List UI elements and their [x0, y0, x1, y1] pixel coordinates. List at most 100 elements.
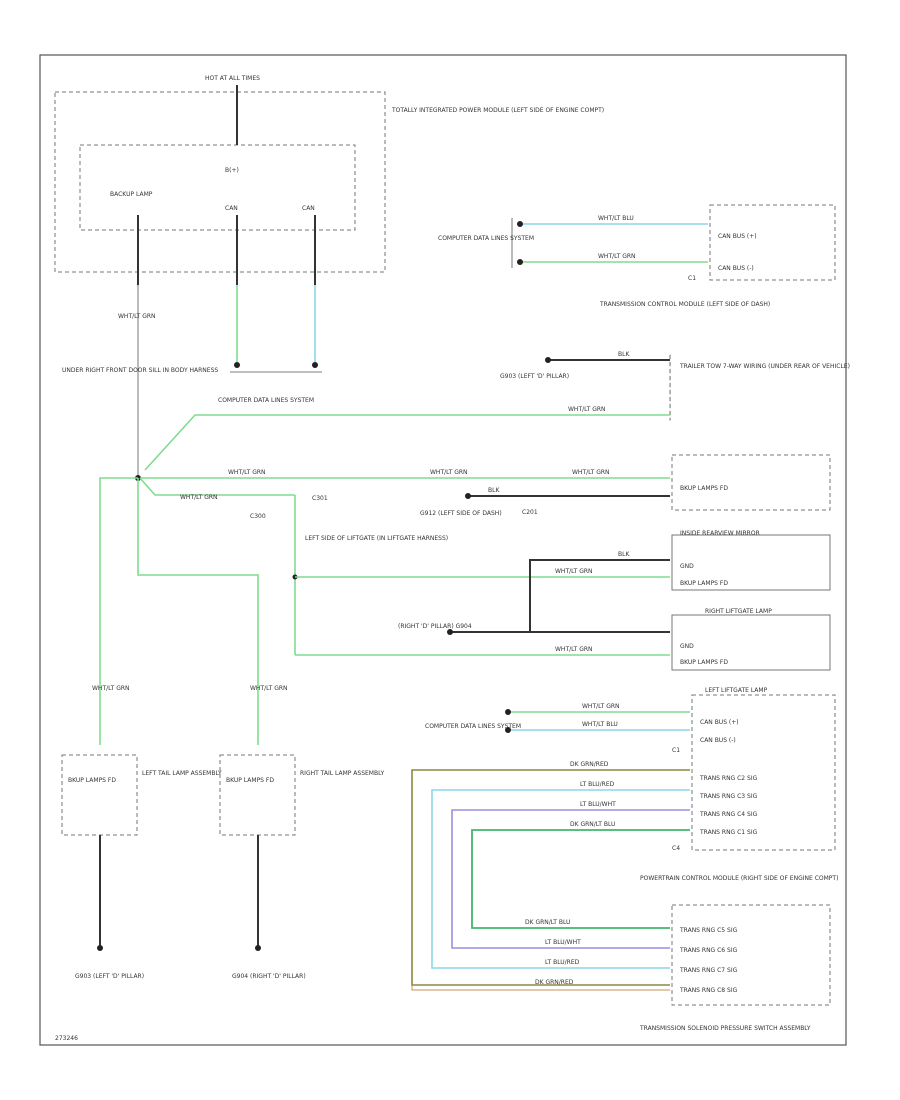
inside-rearview-box	[671, 534, 831, 591]
hot-at-all-times-label: HOT AT ALL TIMES	[205, 75, 260, 82]
g904-bottom-node	[255, 945, 261, 951]
wire-label-lt-blu-wht-1: LT BLU/WHT	[580, 801, 616, 808]
right-tail-box	[219, 754, 296, 836]
bkup-lamps-fd-label: BKUP LAMPS FD	[680, 485, 728, 492]
pcm-label: POWERTRAIN CONTROL MODULE (RIGHT SIDE OF…	[640, 875, 838, 882]
c4-label: C4	[672, 845, 680, 852]
trailer-tow-wire	[144, 414, 670, 471]
can-bus-plus-label-2: CAN BUS (+)	[700, 719, 739, 726]
diagram-id: 273246	[55, 1035, 78, 1042]
g903-bottom-label: G903 (LEFT 'D' PILLAR)	[75, 973, 144, 980]
wire-label-lt-blu-red-1: LT BLU/RED	[580, 781, 615, 788]
trans-rng-c4-label: TRANS RNG C4 SIG	[699, 811, 758, 818]
c201-label: C201	[522, 509, 538, 516]
g912-node	[465, 493, 471, 499]
tcm-label: TRANSMISSION CONTROL MODULE (LEFT SIDE O…	[599, 301, 770, 308]
left-bkup-lamps-fd: BKUP LAMPS FD	[68, 777, 116, 784]
c1-label: C1	[688, 275, 696, 282]
tcm-box	[709, 204, 836, 281]
c301-label: C301	[312, 495, 328, 502]
g912-label: G912 (LEFT SIDE OF DASH)	[420, 510, 502, 517]
c300-label: C300	[250, 513, 266, 520]
wire-label-wht-grn-3: WHT/LT GRN	[568, 406, 606, 413]
wire-label-blk-1: BLK	[618, 351, 630, 358]
under-right-front-label: UNDER RIGHT FRONT DOOR SILL IN BODY HARN…	[62, 367, 218, 374]
inside-rearview-label: INSIDE REARVIEW MIRROR	[680, 530, 760, 537]
cdl-system-label-1: COMPUTER DATA LINES SYSTEM	[218, 397, 314, 404]
gnd-label-2: GND	[680, 643, 694, 650]
left-liftgate-label: LEFT LIFTGATE LAMP	[705, 687, 768, 694]
trans-wire-cyan	[431, 789, 690, 969]
bkup-lamps-fd-label-2: BKUP LAMPS FD	[680, 580, 728, 587]
diagram-frame	[39, 54, 847, 1046]
left-tail-feed-wire	[99, 477, 138, 745]
wire-label-wht-grn-8: WHT/LT GRN	[555, 568, 593, 575]
can-plus-node	[234, 362, 240, 368]
can-bus-minus-label-1: CAN BUS (-)	[718, 265, 754, 272]
wire-label-wht-blu-1: WHT/LT BLU	[598, 215, 634, 222]
trans-wire-green	[471, 829, 690, 929]
wire-label-wht-grn-9: WHT/LT GRN	[555, 646, 593, 653]
wire-label-wht-grn-1: WHT/LT GRN	[118, 313, 156, 320]
wire-label-wht-grn-4: WHT/LT GRN	[228, 469, 266, 476]
trans-wire-tan	[411, 985, 670, 991]
tcm-node-2	[517, 259, 523, 265]
wire-label-wht-grn-6: WHT/LT GRN	[572, 469, 610, 476]
liftgate-branch-wire	[139, 477, 295, 496]
left-side-liftgate-label: LEFT SIDE OF LIFTGATE (IN LIFTGATE HARNE…	[305, 535, 448, 542]
left-tail-box	[61, 754, 138, 836]
trailer-tow-label: TRAILER TOW 7-WAY WIRING (UNDER REAR OF …	[679, 363, 850, 370]
can-label-2: CAN	[302, 205, 315, 212]
g904-node	[447, 629, 453, 635]
wire-label-blk-2: BLK	[488, 487, 500, 494]
right-bkup-lamps-fd: BKUP LAMPS FD	[226, 777, 274, 784]
wire-label-dk-grn-red-1: DK GRN/RED	[570, 761, 609, 768]
cdl-system-label-2: COMPUTER DATA LINES SYSTEM	[438, 235, 534, 242]
bkup-feed-box	[671, 454, 831, 511]
tcm-node-1	[517, 221, 523, 227]
pcm-node-2	[505, 727, 511, 733]
wire-label-wht-blu-2: WHT/LT BLU	[582, 721, 618, 728]
trans-wire-olive	[411, 769, 690, 986]
wire-label-dk-grn-blu-1: DK GRN/LT BLU	[570, 821, 615, 828]
can-bus-plus-label-1: CAN BUS (+)	[718, 233, 757, 240]
mirror-gnd-wire	[529, 559, 670, 632]
right-tail-label: RIGHT TAIL LAMP ASSEMBLY	[300, 770, 385, 777]
can-bus-minus-label-2: CAN BUS (-)	[700, 737, 736, 744]
g903-label: G903 (LEFT 'D' PILLAR)	[500, 373, 569, 380]
trans-rng-c2-label: TRANS RNG C2 SIG	[699, 775, 758, 782]
wire-label-dk-grn-blu-2: DK GRN/LT BLU	[525, 919, 570, 926]
right-tail-feed-wire	[137, 478, 259, 745]
c1-label-2: C1	[672, 747, 680, 754]
right-liftgate-label: RIGHT LIFTGATE LAMP	[705, 608, 772, 615]
wire-label-wht-grn-12: WHT/LT GRN	[582, 703, 620, 710]
right-liftgate-box	[671, 614, 831, 671]
bkup-lamps-fd-label-3: BKUP LAMPS FD	[680, 659, 728, 666]
right-d-pillar-label: (RIGHT 'D' PILLAR) G904	[398, 623, 472, 630]
g903-bottom-node	[97, 945, 103, 951]
tsps-label: TRANSMISSION SOLENOID PRESSURE SWITCH AS…	[639, 1025, 811, 1032]
trans-rng-c1-label: TRANS RNG C1 SIG	[699, 829, 758, 836]
trans-rng-c3-label: TRANS RNG C3 SIG	[699, 793, 758, 800]
wire-label-blk-3: BLK	[618, 551, 630, 558]
g903-node	[545, 357, 551, 363]
wire-label-wht-grn-2: WHT/LT GRN	[598, 253, 636, 260]
can-label-1: CAN	[225, 205, 238, 212]
wire-label-lt-blu-red-2: LT BLU/RED	[545, 959, 580, 966]
bplus-label: B(+)	[225, 167, 239, 174]
cdl-system-label-3: COMPUTER DATA LINES SYSTEM	[425, 723, 521, 730]
pcm-box	[691, 694, 836, 851]
trans-rng-c7-label: TRANS RNG C7 SIG	[679, 967, 738, 974]
tsps-box	[671, 904, 831, 1006]
can-minus-node	[312, 362, 318, 368]
left-tail-label: LEFT TAIL LAMP ASSEMBLY	[142, 770, 222, 777]
g904-bottom-label: G904 (RIGHT 'D' PILLAR)	[232, 973, 306, 980]
wire-label-lt-blu-wht-2: LT BLU/WHT	[545, 939, 581, 946]
wire-label-wht-grn-5: WHT/LT GRN	[430, 469, 468, 476]
wire-label-wht-grn-7: WHT/LT GRN	[180, 494, 218, 501]
tipm-inner-box	[79, 144, 356, 231]
tipm-label: TOTALLY INTEGRATED POWER MODULE (LEFT SI…	[391, 107, 604, 114]
trans-rng-c8-label: TRANS RNG C8 SIG	[679, 987, 738, 994]
trans-wire-purple	[451, 809, 690, 949]
